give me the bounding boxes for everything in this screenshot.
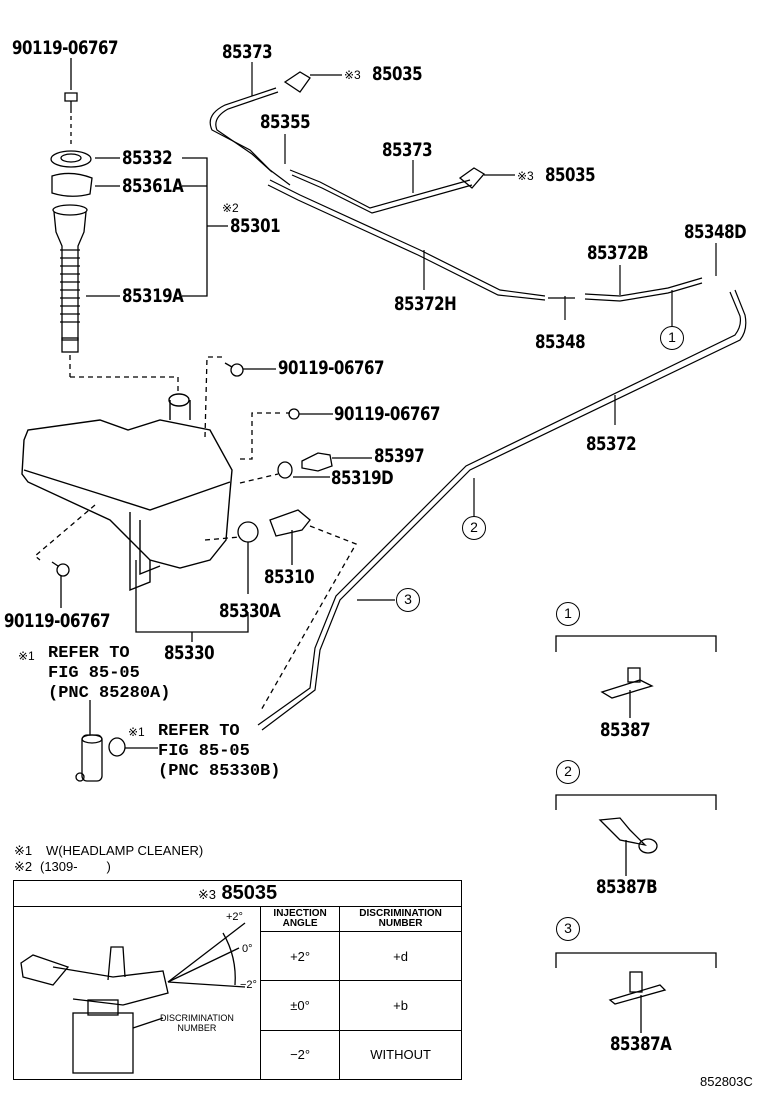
- label-nozzle-top: 85035: [372, 63, 423, 85]
- label-hose-front-mid: 85373: [382, 139, 433, 161]
- level-sensor-icon: [301, 452, 372, 472]
- ref1-line1: REFER TO: [48, 644, 130, 663]
- front-washer-hoses: [209, 62, 747, 731]
- angle-up-label: +2°: [226, 911, 243, 923]
- nozzle-drawing-cell: +2° 0° −2° DISCRIMINATION NUMBER: [13, 906, 261, 1080]
- inlet-hose-icon: [52, 204, 179, 395]
- table-row: −2° WITHOUT: [14, 1029, 462, 1081]
- label-level-sensor: 85397: [374, 445, 425, 467]
- label-bolt-low: 90119-06767: [4, 610, 111, 632]
- washer-tank-icon: [21, 393, 233, 592]
- spec-mark: ※3: [197, 887, 216, 902]
- note-2-text: (1309- ): [40, 859, 111, 874]
- spec-table-title: ※3 85035: [13, 880, 462, 907]
- table-row: ±0° +b: [14, 980, 462, 1031]
- label-grommet-d: 85319D: [331, 467, 394, 489]
- ref2-mark: ※1: [128, 725, 145, 739]
- ref2-line2: FIG 85-05: [158, 742, 250, 761]
- clip-85387b-icon: [598, 817, 658, 876]
- label-cap-holder: 85361A: [122, 175, 184, 197]
- figure-id: 852803C: [700, 1074, 753, 1089]
- detail-1-circle: 1: [556, 602, 580, 626]
- ref1-line2: FIG 85-05: [48, 664, 140, 683]
- label-nozzle-mid: 85035: [545, 164, 596, 186]
- ref2-line3: (PNC 85330B): [158, 762, 281, 781]
- label-inlet-hose: 85319A: [122, 285, 184, 307]
- spec-part: 85035: [221, 882, 278, 904]
- callout-3: 3: [396, 588, 420, 612]
- bolt-low-icon: [51, 561, 70, 608]
- clip-85387-icon: [600, 667, 654, 718]
- detail-3-circle: 3: [556, 917, 580, 941]
- label-joint-t: 85355: [260, 111, 311, 133]
- label-joint-d: 85348D: [684, 221, 747, 243]
- ref1-line3: (PNC 85280A): [48, 684, 171, 703]
- label-bolt-mid1: 90119-06767: [278, 357, 385, 379]
- angle-cell: ±0°: [259, 980, 341, 1031]
- angle-mid-label: 0°: [242, 943, 253, 955]
- grommet-a-icon: [237, 521, 259, 594]
- label-hose-rear: 85372: [586, 433, 637, 455]
- bolt-mid2-icon: [286, 408, 333, 420]
- cap-icon: [50, 150, 93, 197]
- number-cell: +b: [339, 980, 462, 1031]
- label-hose-front-top: 85373: [222, 41, 273, 63]
- label-hose-h: 85372H: [394, 293, 457, 315]
- mark-nozzle-top: ※3: [344, 68, 361, 82]
- detail-3-part: 85387A: [610, 1033, 672, 1055]
- bolt-top-icon: [64, 58, 78, 148]
- header-injection-angle: INJECTION ANGLE: [259, 905, 341, 933]
- note-2-mark: ※2: [14, 859, 33, 874]
- callout-1: 1: [660, 326, 684, 350]
- label-tank-assy: 85330: [164, 642, 215, 664]
- mark-nozzle-mid: ※3: [517, 169, 534, 183]
- angle-cell: +2°: [259, 931, 341, 982]
- detail-2-part: 85387B: [596, 876, 658, 898]
- note-1-mark: ※1: [14, 843, 33, 858]
- mark-inlet-assy: ※2: [222, 201, 239, 215]
- nozzle-spec-table: ※3 85035 +2° 0° −2° DISCRIMINATION NUMBE…: [13, 880, 462, 1081]
- discrimination-label: DISCRIMINATION NUMBER: [160, 1013, 234, 1033]
- angle-down-label: −2°: [240, 979, 257, 991]
- label-joint: 85348: [535, 331, 586, 353]
- clip-85387a-icon: [608, 971, 667, 1033]
- ref1-mark: ※1: [18, 649, 35, 663]
- number-cell: WITHOUT: [339, 1029, 462, 1081]
- headlamp-pump-icon: [75, 700, 158, 782]
- ref2-line1: REFER TO: [158, 722, 240, 741]
- label-pump-motor: 85310: [264, 566, 315, 588]
- nozzle-top-icon: [283, 71, 342, 93]
- grommet-d-icon: [277, 461, 330, 479]
- label-inlet-assy: 85301: [230, 215, 281, 237]
- bolt-mid1-icon: [224, 362, 276, 377]
- detail-1-part: 85387: [600, 719, 651, 741]
- pump-motor-icon: [269, 509, 311, 565]
- label-bolt-top: 90119-06767: [12, 37, 119, 59]
- label-grommet-a: 85330A: [219, 600, 281, 622]
- note-1-text: W(HEADLAMP CLEANER): [46, 843, 204, 858]
- nozzle-mid-icon: [458, 167, 515, 189]
- detail-2-circle: 2: [556, 760, 580, 784]
- label-bolt-mid2: 90119-06767: [334, 403, 441, 425]
- callout-2: 2: [462, 516, 486, 540]
- header-discrimination: DISCRIMINATION NUMBER: [339, 905, 462, 933]
- number-cell: +d: [339, 931, 462, 982]
- label-hose-b: 85372B: [587, 242, 649, 264]
- label-cap: 85332: [122, 147, 173, 169]
- angle-cell: −2°: [259, 1029, 341, 1081]
